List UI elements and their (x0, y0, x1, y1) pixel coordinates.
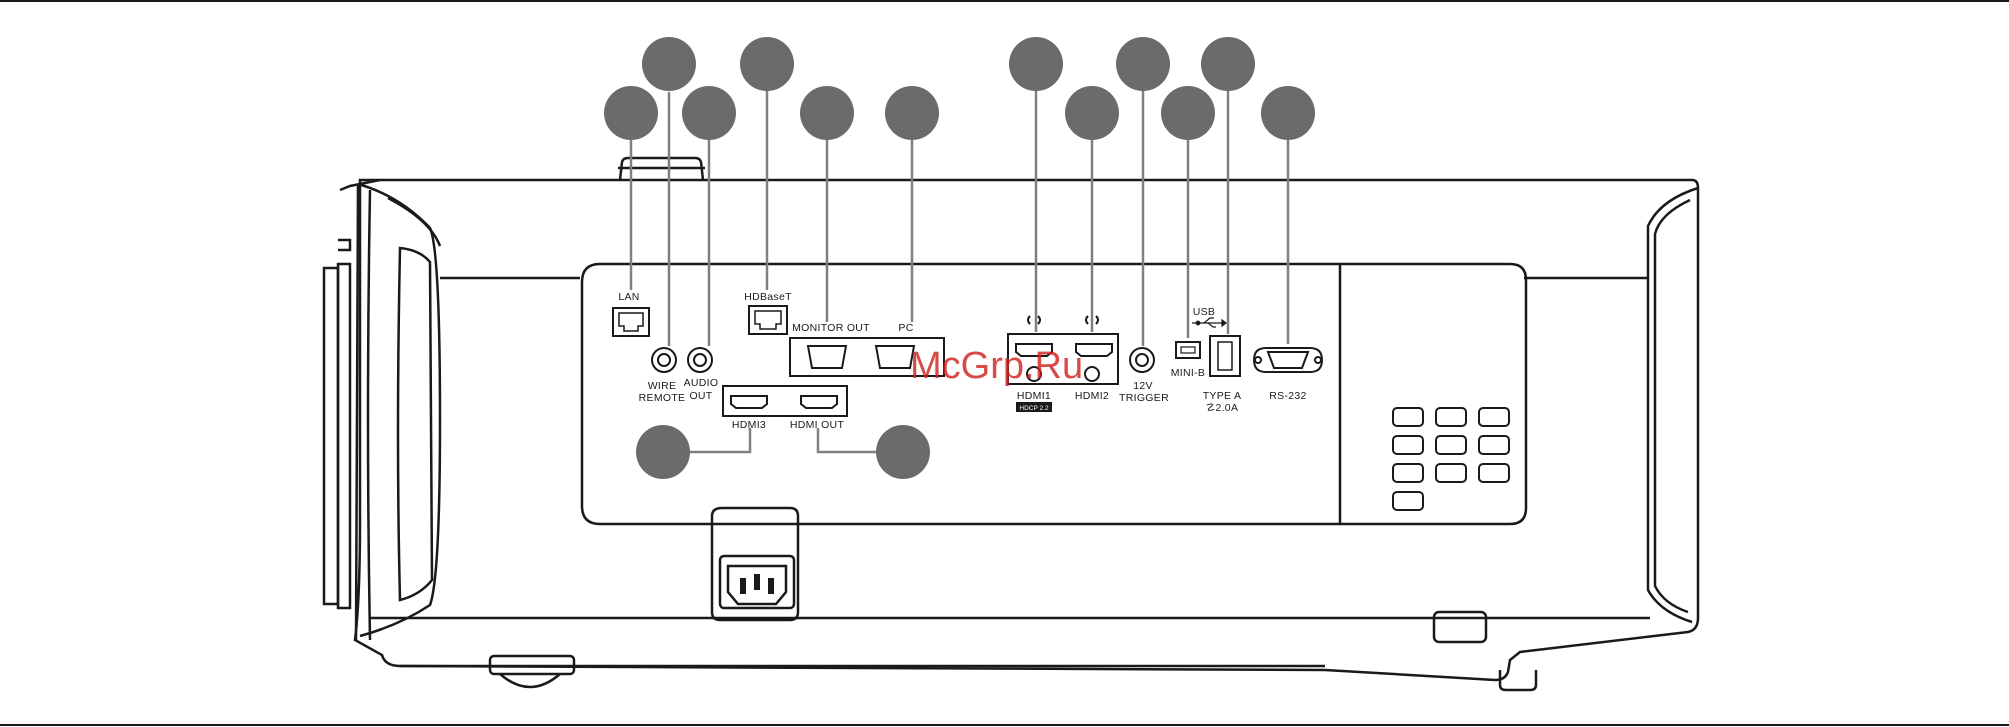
label-hdcp: HDCP 2.2 (1019, 405, 1049, 412)
label-hdbaset: HDBaseT (744, 291, 792, 303)
label-hdmi3: HDMI3 (732, 419, 766, 431)
pc-port (876, 346, 914, 368)
trigger-12v-jack (1130, 348, 1154, 372)
wire-remote-jack (652, 348, 676, 372)
callout-hdmi2 (1065, 86, 1119, 140)
label-audio-out: OUT (689, 390, 712, 402)
label-lan: LAN (618, 291, 639, 303)
label-usb: USB (1193, 306, 1216, 318)
callout-hdmi1 (1009, 37, 1063, 91)
power-inlet-pins (740, 574, 774, 594)
callout-12v-trigger (1116, 37, 1170, 91)
label-hdmi2: HDMI2 (1075, 390, 1109, 402)
label-monitor-out: MONITOR OUT (792, 322, 870, 334)
label-trigger: TRIGGER (1119, 392, 1169, 404)
callout-usb-mini-b (1161, 86, 1215, 140)
audio-out-jack (688, 348, 712, 372)
hdmi3-port (731, 396, 767, 408)
label-remote: REMOTE (639, 392, 686, 404)
monitor-out-port (808, 346, 846, 368)
watermark: McGrp.Ru (910, 345, 1083, 387)
callout-rs232 (1261, 86, 1315, 140)
label-hdmi-out: HDMI OUT (790, 419, 845, 431)
label-rs232: RS-232 (1269, 390, 1306, 402)
label-type-a: TYPE A (1203, 390, 1242, 402)
label-audio: AUDIO (684, 377, 719, 389)
usb-icon (1192, 318, 1226, 327)
label-12v: 12V (1133, 380, 1153, 392)
callout-usb-type-a (1201, 37, 1255, 91)
control-buttons (1393, 408, 1509, 510)
label-mini-b: MINI-B (1171, 367, 1205, 379)
label-wire: WIRE (648, 380, 677, 392)
usb-mini-b-port (1176, 342, 1200, 358)
projector-body (324, 158, 1698, 690)
callout-hdmi3 (636, 425, 690, 479)
callout-hdmi-out (876, 425, 930, 479)
label-pc: PC (898, 322, 913, 334)
label-hdmi1: HDMI1 (1017, 390, 1051, 402)
callout-monitor-out (800, 86, 854, 140)
callout-wire-remote (642, 37, 696, 91)
label-type-a-current: ☡2.0A (1206, 402, 1239, 414)
callout-pc (885, 86, 939, 140)
callout-lan (604, 86, 658, 140)
callout-audio-out (682, 86, 736, 140)
hdmi-out-port (801, 396, 837, 408)
callout-hdbaset (740, 37, 794, 91)
